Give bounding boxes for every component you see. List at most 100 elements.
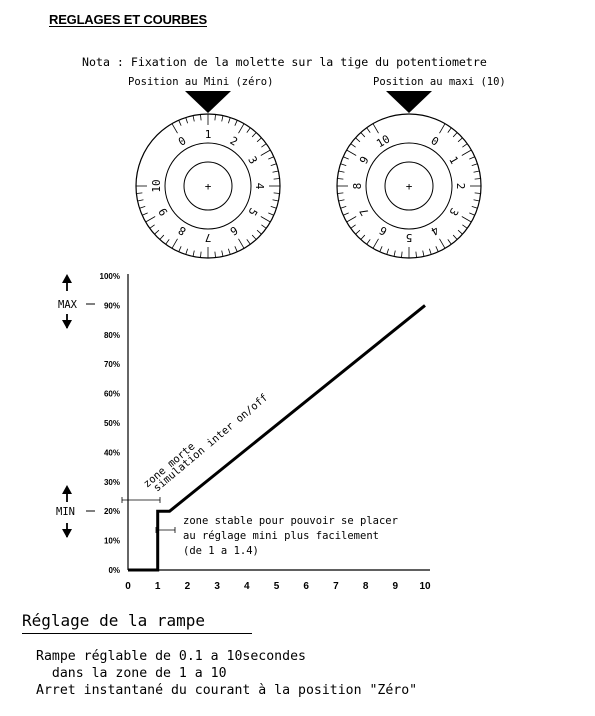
y-tick-label: 70% bbox=[104, 360, 120, 369]
x-tick-label: 2 bbox=[185, 581, 191, 592]
dial-number: 3 bbox=[245, 154, 260, 166]
dial-tick bbox=[337, 178, 344, 180]
dial-tick bbox=[340, 163, 347, 166]
dial-maxi-caption: Position au maxi (10) bbox=[373, 76, 506, 88]
dial-tick bbox=[338, 170, 345, 173]
dial-tick bbox=[473, 170, 480, 173]
dial-tick bbox=[270, 163, 277, 166]
dial-tick bbox=[439, 123, 446, 134]
dial-tick bbox=[256, 229, 262, 235]
dial-tick bbox=[159, 234, 165, 240]
dial-tick bbox=[178, 120, 182, 126]
dial-tick bbox=[273, 192, 280, 194]
dial-tick bbox=[386, 248, 389, 255]
x-tick-label: 1 bbox=[155, 581, 161, 592]
section-title-underline bbox=[22, 633, 252, 634]
y-tick-label: 60% bbox=[104, 390, 120, 399]
dial-tick bbox=[346, 216, 357, 223]
y-tick-label: 40% bbox=[104, 448, 120, 457]
dial-tick bbox=[273, 178, 280, 180]
dial-tick bbox=[238, 123, 245, 134]
dial-tick bbox=[136, 192, 143, 194]
y-tick-label: 100% bbox=[100, 272, 120, 281]
dial-tick bbox=[372, 123, 379, 134]
dial-number: 7 bbox=[205, 231, 212, 244]
dial-tick bbox=[200, 114, 202, 121]
dial-number: 7 bbox=[357, 206, 372, 218]
dial-tick bbox=[447, 239, 452, 245]
dial-tick bbox=[350, 224, 356, 229]
dial-tick bbox=[355, 229, 361, 235]
dial-mini-shaft bbox=[183, 161, 233, 211]
dial-tick bbox=[149, 224, 155, 229]
dial-tick bbox=[246, 127, 251, 133]
dial-number: 1 bbox=[205, 128, 212, 141]
description-line-1: Rampe réglable de 0.1 a 10secondes bbox=[36, 649, 306, 664]
dial-tick bbox=[461, 149, 472, 156]
dial-tick bbox=[228, 117, 231, 124]
description-line-2: dans la zone de 1 a 10 bbox=[36, 666, 227, 681]
dial-tick bbox=[457, 137, 463, 143]
description-line-3: Arret instantané du courant à la positio… bbox=[36, 683, 418, 698]
dial-tick bbox=[171, 123, 178, 134]
dial-tick bbox=[154, 229, 160, 235]
dial-maxi-knob-ring bbox=[365, 142, 453, 230]
dial-number: 5 bbox=[245, 206, 260, 218]
dial-number: 3 bbox=[446, 206, 461, 218]
x-tick-label: 4 bbox=[244, 581, 250, 592]
dial-tick bbox=[261, 143, 267, 148]
dial-number: 2 bbox=[454, 183, 467, 190]
dial-tick bbox=[145, 216, 156, 223]
dial-tick bbox=[228, 248, 231, 255]
dial-tick bbox=[360, 132, 366, 138]
ramp-curve bbox=[128, 304, 426, 572]
dial-tick bbox=[429, 248, 432, 255]
dial-tick bbox=[221, 115, 224, 122]
dial-tick bbox=[139, 206, 146, 209]
y-tick-label: 80% bbox=[104, 331, 120, 340]
dial-tick bbox=[355, 137, 361, 143]
x-tick-label: 10 bbox=[419, 581, 431, 592]
y-tick-label: 30% bbox=[104, 478, 120, 487]
dial-tick bbox=[137, 199, 144, 202]
dial-tick bbox=[360, 234, 366, 240]
dial-tick bbox=[393, 250, 396, 257]
dial-tick bbox=[452, 234, 458, 240]
x-tick-label: 8 bbox=[363, 581, 369, 592]
dial-tick bbox=[474, 192, 481, 194]
dial-tick bbox=[447, 127, 452, 133]
dial-tick bbox=[272, 199, 279, 202]
x-tick-label: 3 bbox=[214, 581, 220, 592]
page-heading: REGLAGES ET COURBES bbox=[49, 12, 207, 27]
x-tick-label: 5 bbox=[274, 581, 280, 592]
dial-number: 6 bbox=[377, 223, 389, 238]
dial-maxi-center-mark: + bbox=[406, 180, 413, 193]
dial-tick bbox=[260, 149, 271, 156]
dial-tick bbox=[221, 250, 224, 257]
x-tick-label: 0 bbox=[125, 581, 131, 592]
dial-mini-center-mark: + bbox=[205, 180, 212, 193]
nota-text: Nota : Fixation de la molette sur la tig… bbox=[82, 55, 487, 69]
dial-tick bbox=[401, 251, 403, 258]
stable-zone-label-3: (de 1 a 1.4) bbox=[183, 545, 259, 557]
dial-tick bbox=[185, 117, 188, 124]
dial-tick bbox=[469, 212, 475, 216]
dial-tick bbox=[171, 238, 178, 249]
dial-tick bbox=[379, 246, 383, 252]
dial-tick bbox=[270, 206, 277, 209]
dial-maxi-shaft bbox=[384, 161, 434, 211]
dial-number: 10 bbox=[150, 179, 163, 192]
dial-number: 0 bbox=[429, 134, 441, 149]
stable-zone-label-1: zone stable pour pouvoir se placer bbox=[183, 515, 398, 527]
dial-number: 1 bbox=[446, 154, 461, 166]
dial-tick bbox=[268, 212, 274, 216]
dial-tick bbox=[372, 238, 379, 249]
dial-number: 9 bbox=[156, 206, 171, 218]
dial-number: 4 bbox=[428, 223, 441, 238]
dial-tick bbox=[234, 120, 238, 126]
dial-tick bbox=[461, 216, 472, 223]
